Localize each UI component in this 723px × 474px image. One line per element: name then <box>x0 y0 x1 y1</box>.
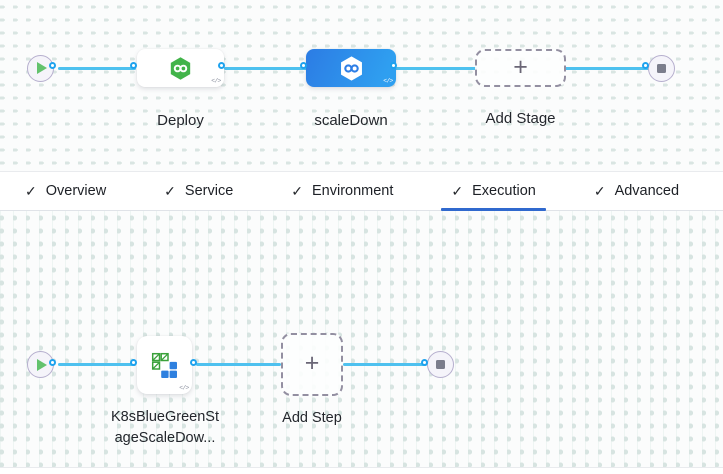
check-icon: ✓ <box>451 182 464 199</box>
add-stage-label: Add Stage <box>485 110 556 127</box>
tab-label: Environment <box>312 183 394 199</box>
execution-end-node[interactable] <box>427 351 454 378</box>
code-icon: </> <box>178 384 189 392</box>
connector-dot[interactable] <box>49 62 56 69</box>
plus-icon: + <box>304 349 320 377</box>
step-label-k8s-bluegreen: K8sBlueGreenSt ageScaleDow... <box>95 407 235 449</box>
cd-hexagon-icon <box>340 55 362 81</box>
tab-label: Overview <box>45 183 107 199</box>
plus-icon: + <box>513 52 528 81</box>
execution-canvas[interactable]: </> + K8sBlueGreenSt ageScaleDow... Add … <box>0 211 723 467</box>
connector-dot[interactable] <box>300 62 307 69</box>
check-icon: ✓ <box>593 182 606 199</box>
stage-node-scaledown[interactable]: </> <box>306 49 396 87</box>
stop-icon <box>657 63 666 73</box>
connector-dot[interactable] <box>49 358 56 366</box>
connector-dot[interactable] <box>130 62 137 69</box>
tab-service[interactable]: ✓ Service <box>154 172 243 210</box>
step-edge-start-step <box>58 363 136 366</box>
check-icon: ✓ <box>164 182 176 199</box>
code-icon: </> <box>382 77 393 85</box>
play-icon <box>37 358 47 371</box>
bottom-panel-edge <box>0 467 723 474</box>
connector-dot[interactable] <box>190 358 197 366</box>
check-icon: ✓ <box>291 182 303 199</box>
connector-dot[interactable] <box>642 62 649 69</box>
cd-hexagon-icon <box>170 56 191 80</box>
step-node-k8s-bluegreen-scaledown[interactable]: </> <box>137 336 192 394</box>
add-stage-button[interactable]: + <box>475 49 566 87</box>
stage-config-tabs: ✓ Overview ✓ Service ✓ Environment ✓ Exe… <box>0 171 723 211</box>
code-icon: </> <box>210 77 221 85</box>
stage-edge-scaledown-addstage <box>394 66 477 70</box>
stage-end-node[interactable] <box>648 54 675 82</box>
tab-execution[interactable]: ✓ Execution <box>441 172 547 211</box>
tab-label: Advanced <box>614 183 680 199</box>
add-step-label: Add Step <box>282 410 342 426</box>
check-icon: ✓ <box>25 182 37 199</box>
stage-node-deploy[interactable]: </> <box>137 49 224 87</box>
tab-overview[interactable]: ✓ Overview <box>15 172 116 210</box>
tab-label: Service <box>184 183 234 199</box>
stage-canvas[interactable]: </> </> + Deploy scaleDown Add Stage <box>0 0 723 171</box>
k8s-blue-green-icon <box>151 352 177 378</box>
step-edge-addstep-end <box>343 363 427 366</box>
step-label-line2: ageScaleDow... <box>114 430 216 446</box>
stage-label-deploy: Deploy <box>157 112 204 129</box>
stage-edge-start-deploy <box>58 66 136 70</box>
connector-dot[interactable] <box>130 358 137 366</box>
tab-advanced[interactable]: ✓ Advanced <box>584 172 689 210</box>
connector-dot[interactable] <box>421 358 428 366</box>
step-edge-step-addstep <box>196 363 281 366</box>
add-step-button[interactable]: + <box>281 333 343 396</box>
stage-edge-addstage-end <box>564 66 650 70</box>
tab-label: Execution <box>472 183 536 199</box>
connector-dot[interactable] <box>218 62 225 69</box>
stage-label-scaledown: scaleDown <box>314 112 388 129</box>
step-label-line1: K8sBlueGreenSt <box>110 409 219 425</box>
stop-icon <box>436 360 445 369</box>
tab-environment[interactable]: ✓ Environment <box>281 172 403 210</box>
play-icon <box>37 62 47 74</box>
stage-edge-deploy-scaledown <box>224 66 308 70</box>
connector-dot[interactable] <box>390 62 397 69</box>
